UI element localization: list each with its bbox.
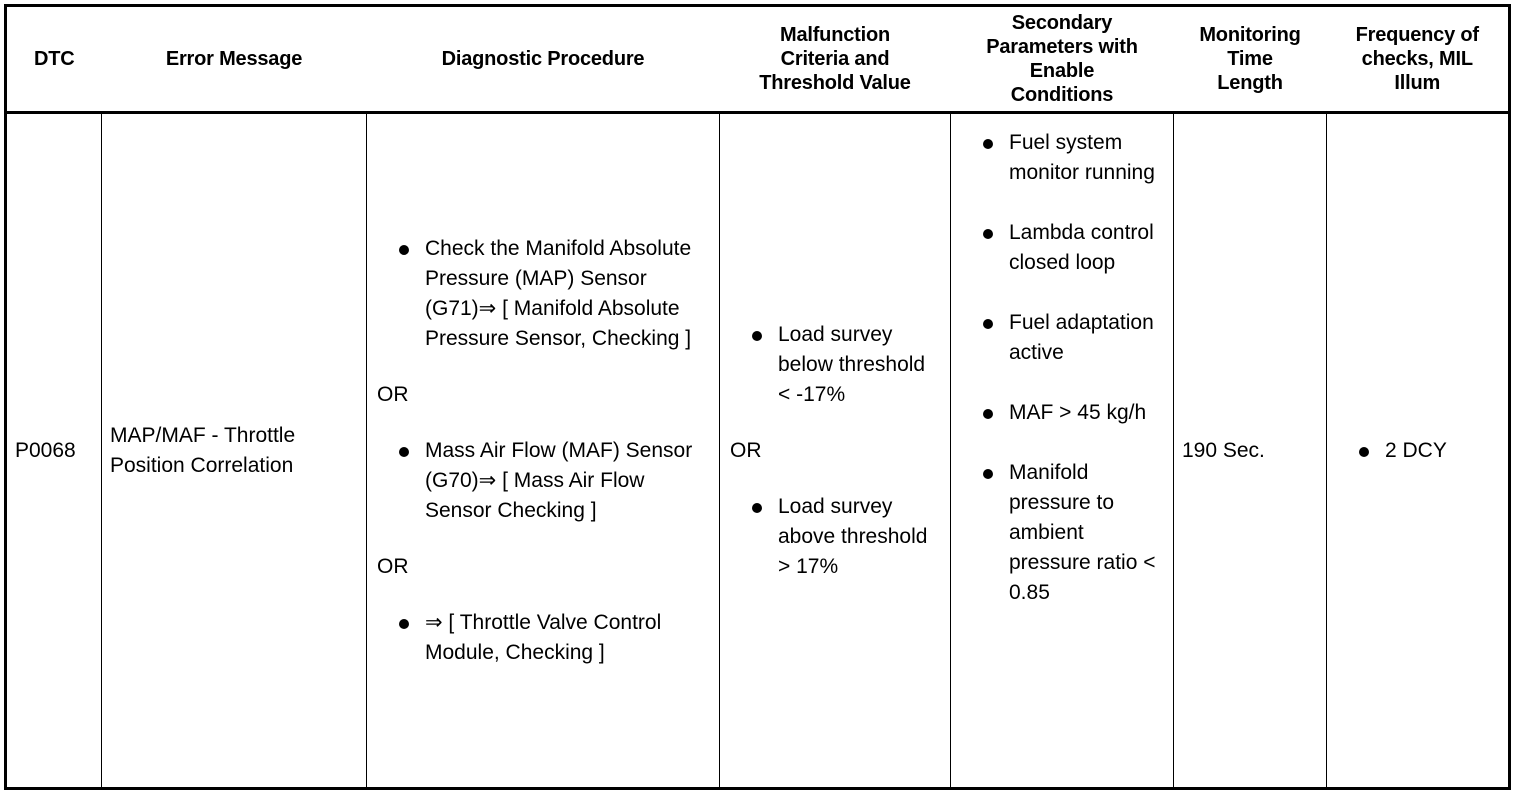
- frequency-list: 2 DCY: [1335, 436, 1500, 466]
- error-message-text: MAP/MAF - Throttle Position Correlation: [110, 423, 296, 477]
- header-line: Monitoring: [1199, 24, 1301, 46]
- header-line: Frequency of: [1355, 24, 1479, 46]
- or-separator-2: OR: [377, 554, 409, 578]
- dtc-diagnostic-table: DTC Error Message Diagnostic Procedure M…: [4, 4, 1511, 790]
- list-item: Fuel adaptation active: [975, 308, 1165, 368]
- header-line: Diagnostic Procedure: [441, 48, 645, 70]
- table-row: P0068 MAP/MAF - Throttle Position Correl…: [5, 112, 1510, 789]
- cell-diagnostic-procedure: Check the Manifold Absolute Pressure (MA…: [366, 112, 720, 789]
- list-item: Mass Air Flow (MAF) Sensor (G70)⇒ [ Mass…: [391, 436, 711, 526]
- header-line: Enable: [1029, 60, 1095, 82]
- list-item: Manifold pressure to ambient pressure ra…: [975, 458, 1165, 608]
- malfunction-bullet-list-2: Load survey above threshold > 17%: [728, 492, 942, 582]
- cell-malfunction-criteria: Load survey below threshold < -17% OR Lo…: [719, 112, 951, 789]
- diagnostic-group-1: Check the Manifold Absolute Pressure (MA…: [375, 234, 711, 354]
- header-line: Criteria and: [780, 48, 890, 70]
- column-header-dtc: DTC: [5, 5, 102, 114]
- list-item: Lambda control closed loop: [975, 218, 1165, 278]
- list-item: 2 DCY: [1351, 436, 1500, 466]
- list-item: Load survey below threshold < -17%: [744, 320, 942, 410]
- secondary-parameters-list: Fuel system monitor running Lambda contr…: [959, 128, 1165, 608]
- header-line: Time: [1227, 48, 1273, 70]
- or-separator-1: OR: [377, 382, 409, 406]
- cell-error-message: MAP/MAF - Throttle Position Correlation: [101, 112, 367, 789]
- header-line: Length: [1217, 72, 1283, 94]
- malfunction-bullet-list-1: Load survey below threshold < -17%: [728, 320, 942, 410]
- list-item: MAF > 45 kg/h: [975, 398, 1165, 428]
- malfunction-group-1: Load survey below threshold < -17%: [728, 320, 942, 410]
- diagnostic-group-2: Mass Air Flow (MAF) Sensor (G70)⇒ [ Mass…: [375, 436, 711, 526]
- list-item: Check the Manifold Absolute Pressure (MA…: [391, 234, 711, 354]
- cell-monitoring-time-length: 190 Sec.: [1173, 112, 1327, 789]
- column-header-error-message: Error Message: [101, 5, 367, 114]
- column-header-frequency-of-checks: Frequency of checks, MIL Illum: [1326, 5, 1510, 114]
- monitoring-time-value: 190 Sec.: [1182, 438, 1265, 462]
- header-line: Threshold Value: [759, 72, 911, 94]
- header-line: Conditions: [1010, 84, 1114, 106]
- column-header-secondary-parameters: Secondary Parameters with Enable Conditi…: [950, 5, 1174, 114]
- header-line: Secondary: [1011, 12, 1113, 34]
- list-item: ⇒ [ Throttle Valve Control Module, Check…: [391, 608, 711, 668]
- column-header-malfunction-criteria: Malfunction Criteria and Threshold Value: [719, 5, 951, 114]
- malfunction-group-2: Load survey above threshold > 17%: [728, 492, 942, 582]
- diagnostic-bullet-list-3: ⇒ [ Throttle Valve Control Module, Check…: [375, 608, 711, 668]
- cell-secondary-parameters: Fuel system monitor running Lambda contr…: [950, 112, 1174, 789]
- column-header-monitoring-time-length: Monitoring Time Length: [1173, 5, 1327, 114]
- column-header-diagnostic-procedure: Diagnostic Procedure: [366, 5, 720, 114]
- table-header: DTC Error Message Diagnostic Procedure M…: [5, 5, 1510, 114]
- header-line: Parameters with: [986, 36, 1138, 58]
- header-line: Malfunction: [779, 24, 890, 46]
- diagnostic-bullet-list-2: Mass Air Flow (MAF) Sensor (G70)⇒ [ Mass…: [375, 436, 711, 526]
- header-row: DTC Error Message Diagnostic Procedure M…: [5, 5, 1510, 114]
- list-item: Load survey above threshold > 17%: [744, 492, 942, 582]
- cell-dtc: P0068: [5, 112, 102, 789]
- cell-frequency-of-checks: 2 DCY: [1326, 112, 1510, 789]
- header-line: Illum: [1394, 72, 1441, 94]
- or-separator-malfunction: OR: [730, 438, 762, 462]
- diagnostic-bullet-list-1: Check the Manifold Absolute Pressure (MA…: [375, 234, 711, 354]
- dtc-code: P0068: [15, 438, 76, 462]
- diagnostic-group-3: ⇒ [ Throttle Valve Control Module, Check…: [375, 608, 711, 668]
- list-item: Fuel system monitor running: [975, 128, 1165, 188]
- table-body: P0068 MAP/MAF - Throttle Position Correl…: [5, 112, 1510, 789]
- header-line: DTC: [33, 48, 75, 70]
- header-line: Error Message: [165, 48, 303, 70]
- header-line: checks, MIL: [1361, 48, 1473, 70]
